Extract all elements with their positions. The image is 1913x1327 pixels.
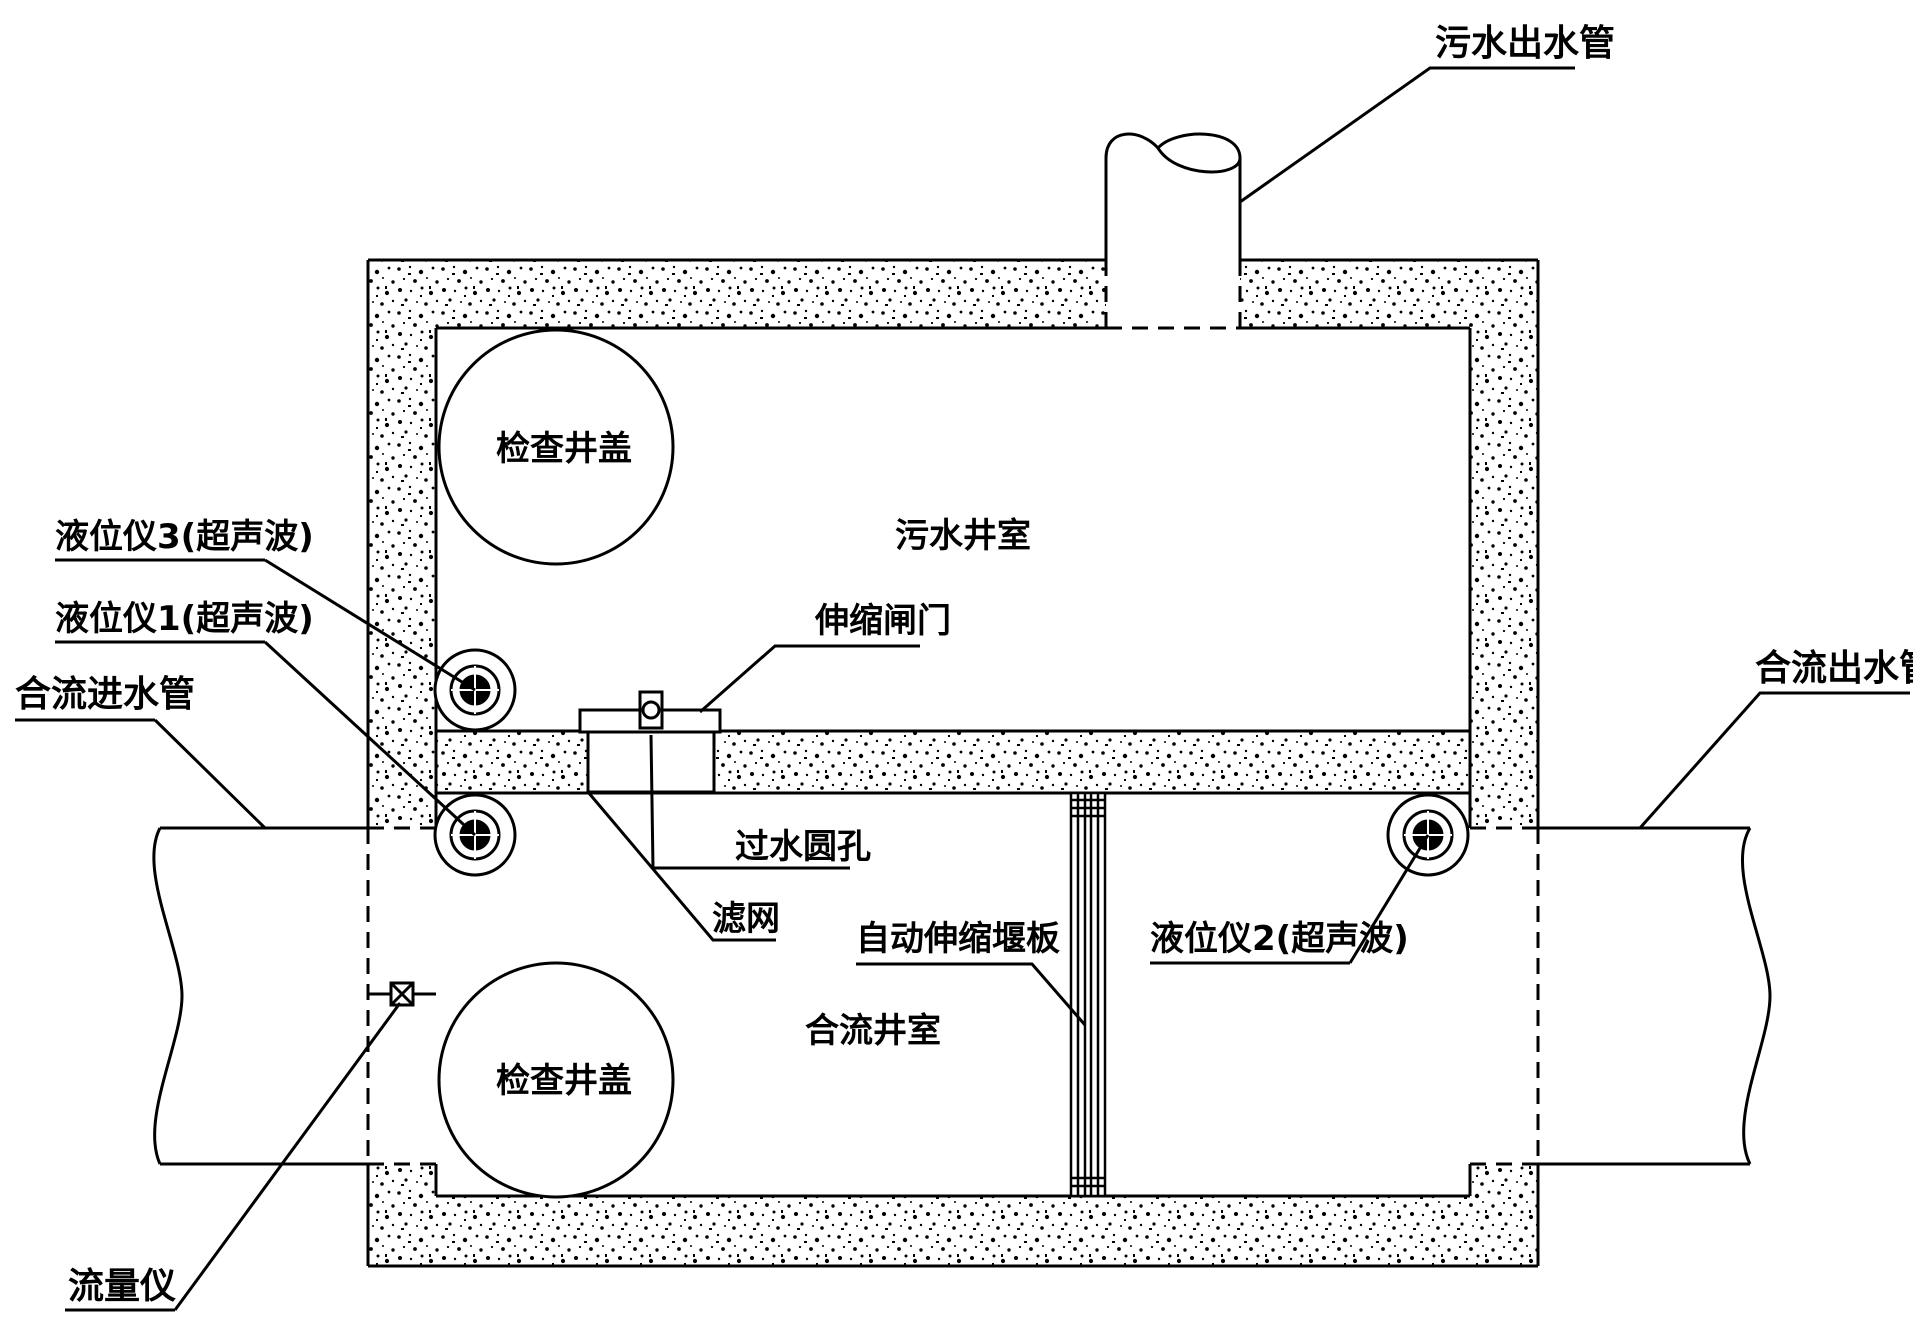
sewage-outlet-pipe — [1104, 132, 1242, 330]
inspection-cover-bottom — [437, 961, 675, 1199]
water-hole-label: 过水圆孔 — [735, 827, 871, 867]
sewage-outlet-pipe-label: 污水出水管 — [1435, 23, 1615, 64]
auto-weir-icon — [1069, 791, 1107, 1198]
combined-outlet-pipe — [1470, 826, 1772, 1166]
flow-meter-label: 流量仪 — [68, 1266, 176, 1307]
inspection-cover-top-label: 检查井盖 — [496, 429, 632, 469]
leader-lines — [15, 66, 1910, 1312]
level-meter-1-label: 液位仪1(超声波) — [55, 599, 314, 639]
combined-outlet-pipe-label: 合流出水管 — [1755, 648, 1913, 689]
wall-outlines — [366, 258, 1540, 1268]
combined-inlet-pipe-label: 合流进水管 — [15, 674, 195, 715]
combined-chamber-label: 合流井室 — [805, 1011, 941, 1051]
text-labels: 污水出水管 检查井盖 污水井室 液位仪3(超声波) 液位仪1(超声波) 合流进水… — [15, 23, 1913, 1307]
auto-weir-label: 自动伸缩堰板 — [856, 919, 1060, 959]
filter-screen-label: 滤网 — [712, 899, 780, 939]
outer-top-wall — [368, 260, 1538, 328]
level-meter-2-label: 液位仪2(超声波) — [1150, 919, 1409, 959]
telescopic-gate — [578, 690, 722, 734]
level-meter-3-label: 液位仪3(超声波) — [55, 517, 314, 557]
inspection-cover-top — [437, 328, 675, 566]
sewage-chamber-label: 污水井室 — [895, 516, 1031, 556]
flow-meter-icon — [368, 981, 436, 1007]
inspection-cover-bottom-label: 检查井盖 — [496, 1061, 632, 1101]
telescopic-gate-label: 伸缩闸门 — [814, 601, 951, 641]
outer-bottom-wall — [368, 1196, 1538, 1266]
